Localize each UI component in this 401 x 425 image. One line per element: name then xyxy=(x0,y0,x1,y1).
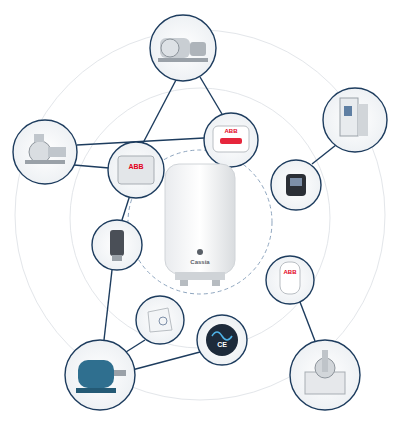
orbit-ring xyxy=(70,88,330,348)
brand-logo: ABB xyxy=(128,163,143,170)
cylinder-sensor-icon xyxy=(110,230,124,261)
motor-pump-icon xyxy=(158,38,208,62)
motor-icon xyxy=(76,360,126,393)
abb-monitor-icon xyxy=(213,126,249,152)
pump-icon xyxy=(25,134,66,164)
handheld-icon xyxy=(286,174,306,196)
link-lines xyxy=(74,77,336,370)
brand-logo: ABB xyxy=(284,269,297,275)
ce-sensor-icon xyxy=(206,324,238,356)
cabinet-icon xyxy=(340,98,368,136)
mark-text: CE xyxy=(217,341,227,348)
abb-box-icon xyxy=(118,156,154,184)
gateway-device xyxy=(165,164,235,286)
abb-sensor-icon xyxy=(280,262,300,294)
brand-logo: Cassia xyxy=(190,259,209,265)
device-circles xyxy=(13,15,387,410)
white-sensor-icon xyxy=(148,308,172,332)
brand-logo: ABB xyxy=(225,128,238,134)
bearing-icon xyxy=(305,350,345,394)
